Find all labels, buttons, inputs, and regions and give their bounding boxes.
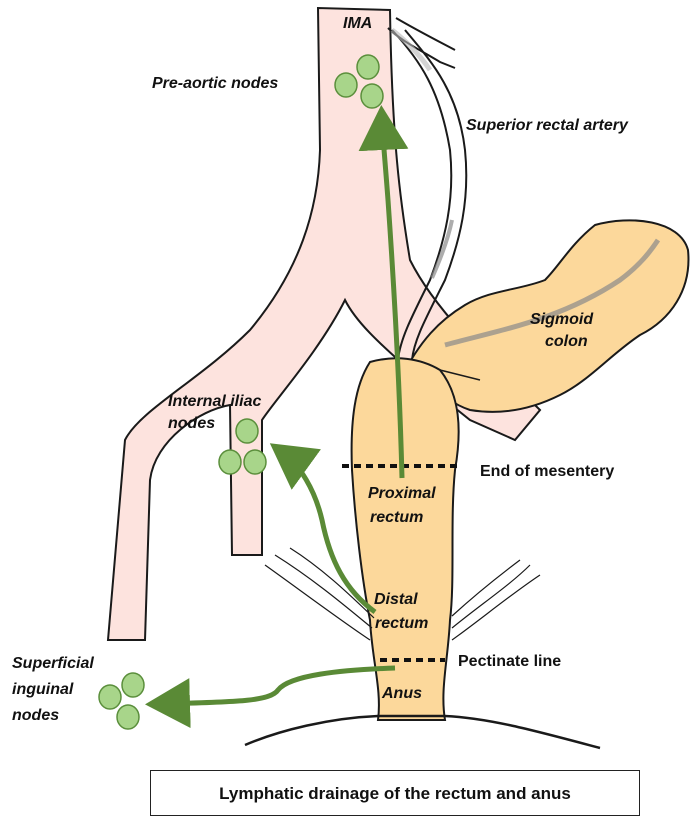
pectinate-line-label: Pectinate line [458,652,561,672]
caption-box: Lymphatic drainage of the rectum and anu… [150,770,640,816]
pre-aortic-nodes-label: Pre-aortic nodes [152,74,278,94]
distal-rectum-label-line2: rectum [375,614,428,634]
internal-iliac-label-line2: nodes [168,414,215,434]
internal-iliac-label-line1: Internal iliac [168,392,261,412]
end-of-mesentery-label: End of mesentery [480,462,614,482]
proximal-rectum-label-line1: Proximal [368,484,436,504]
anal-drainage-arrow [160,668,395,704]
sigmoid-colon-label-line2: colon [545,332,588,352]
superficial-inguinal-label-line3: nodes [12,706,59,726]
distal-rectum-label-line1: Distal [374,590,418,610]
sigmoid-colon-label-line1: Sigmoid [530,310,593,330]
ima-label: IMA [343,14,372,34]
superficial-inguinal-label-line1: Superficial [12,654,94,674]
figure-caption: Lymphatic drainage of the rectum and anu… [151,784,639,804]
superficial-inguinal-label-line2: inguinal [12,680,73,700]
proximal-rectum-label-line2: rectum [370,508,423,528]
superior-rectal-artery-label: Superior rectal artery [466,116,628,136]
anus-label: Anus [382,684,422,704]
superficial-inguinal-node-cluster [99,673,144,729]
